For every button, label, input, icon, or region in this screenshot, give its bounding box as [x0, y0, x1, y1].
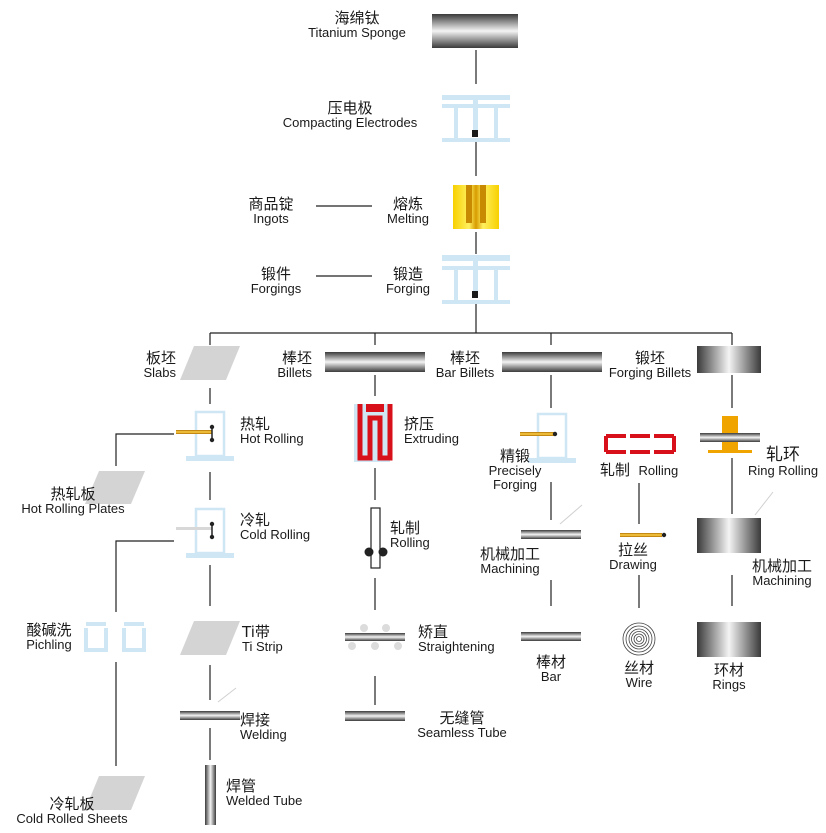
label-cold-rolling: 冷轧 Cold Rolling: [240, 511, 311, 543]
ring-rolling-icon: [700, 416, 760, 453]
label-ingots: 商品锭 Ingots: [248, 195, 294, 227]
cold-sheet-icon: [85, 776, 145, 810]
label-slabs: 板坯 Slabs: [143, 349, 176, 381]
label-precisely-forging: 精锻 Precisely Forging: [488, 447, 542, 493]
bar-billets-bar-icon: [502, 352, 602, 372]
label-welding: 焊接 Welding: [240, 711, 287, 743]
label-cold-rolled-sheets: 冷轧板 Cold Rolled Sheets: [16, 795, 128, 827]
label-rolling-1: 轧制 Rolling: [600, 461, 679, 479]
forging-press-icon: [442, 255, 510, 304]
label-welded-tube: 焊管 Welded Tube: [226, 777, 303, 809]
pickling-tanks-icon: [84, 622, 146, 652]
label-hot-rolling: 热轧 Hot Rolling: [240, 415, 304, 447]
label-extruding: 挤压 Extruding: [404, 415, 459, 447]
welding-rod-icon: [180, 711, 240, 720]
label-machining-2: 机械加工 Machining: [751, 557, 812, 589]
label-hot-rolling-plates: 热轧板 Hot Rolling Plates: [21, 485, 125, 517]
forging-billets-icon: [697, 346, 761, 373]
ti-strip-icon: [180, 621, 240, 655]
label-wire: 丝材 Wire: [623, 659, 654, 691]
cold-rolling-press-icon: [176, 507, 234, 558]
hot-plate-icon: [85, 471, 145, 504]
label-billets: 棒坯 Billets: [277, 349, 312, 381]
machining-rod-icon: [521, 530, 581, 539]
label-drawing: 拉丝 Drawing: [609, 541, 657, 573]
drawing-rod-icon: [620, 533, 662, 537]
label-titanium-sponge: 海绵钛 Titanium Sponge: [308, 9, 406, 41]
label-seamless-tube: 无缝管 Seamless Tube: [417, 709, 507, 741]
sponge-bar-icon: [432, 14, 518, 48]
extruder-icon: [354, 404, 393, 462]
hot-rolling-press-icon: [176, 410, 234, 461]
label-rings: 环材 Rings: [712, 661, 746, 693]
label-bar: 棒材 Bar: [535, 653, 566, 685]
crucible-icon: [453, 185, 499, 229]
label-straightening: 矫直 Straightening: [418, 623, 495, 655]
slab-icon: [180, 346, 240, 380]
label-machining-1: 机械加工 Machining: [479, 545, 540, 577]
wire-coil-icon: [622, 622, 656, 656]
connectors: [115, 50, 733, 766]
straightening-icon: [345, 624, 405, 650]
label-forgings: 锻件 Forgings: [250, 265, 302, 297]
label-forging: 锻造 Forging: [385, 265, 431, 297]
label-melting: 熔炼 Melting: [387, 195, 429, 227]
machining-ring-icon: [697, 518, 761, 553]
label-bar-billets: 棒坯 Bar Billets: [435, 349, 495, 381]
label-compacting-electrodes: 压电极 Compacting Electrodes: [282, 99, 418, 131]
label-forging-billets: 锻坯 Forging Billets: [608, 349, 692, 381]
seamless-tube-icon: [345, 711, 405, 721]
billets-bar-icon: [325, 352, 425, 372]
label-pichling: 酸碱洗 Pichling: [26, 621, 72, 653]
welded-tube-icon: [205, 765, 216, 825]
label-rolling-2: 轧制 Rolling: [390, 519, 430, 551]
rolling-tube-icon: [364, 507, 388, 569]
label-ring-rolling: 轧环 Ring Rolling: [747, 445, 819, 479]
rings-icon: [697, 622, 761, 657]
roll-stands-icon: [604, 434, 676, 454]
bar-rod-icon: [521, 632, 581, 641]
press-frame-icon: [442, 95, 510, 142]
label-ti-strip: Ti带 Ti Strip: [242, 623, 283, 655]
precise-forging-press-icon: [520, 412, 576, 463]
